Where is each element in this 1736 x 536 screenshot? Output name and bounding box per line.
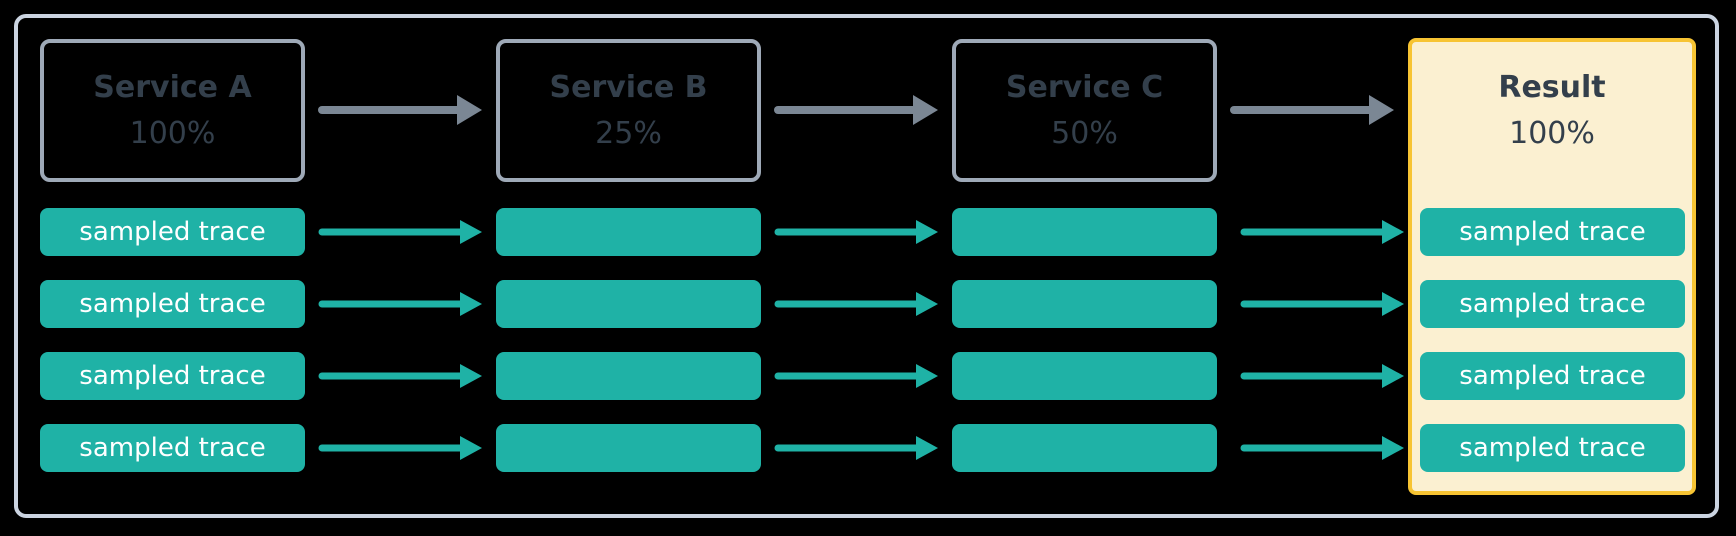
trace-arrow-icon <box>774 364 938 388</box>
trace-bar: sampled trace <box>1420 424 1685 472</box>
service-c-box: Service C 50% <box>952 39 1217 182</box>
trace-bar: sampled trace <box>1420 208 1685 256</box>
trace-bar-label: sampled trace <box>1459 433 1646 463</box>
trace-bar-blank <box>952 352 1217 400</box>
trace-arrow-icon <box>318 220 482 244</box>
trace-arrow-icon <box>774 436 938 460</box>
trace-bar-label: sampled trace <box>79 217 266 247</box>
flow-arrow-icon <box>1230 95 1394 125</box>
trace-bar-blank <box>952 424 1217 472</box>
trace-arrow-icon <box>774 292 938 316</box>
trace-bar-blank <box>496 352 761 400</box>
trace-bar-blank <box>496 208 761 256</box>
trace-bar-label: sampled trace <box>1459 361 1646 391</box>
trace-bar: sampled trace <box>40 424 305 472</box>
result-heading: Result 100% <box>1412 42 1692 156</box>
trace-bar: sampled trace <box>1420 280 1685 328</box>
service-b-sample-rate: 25% <box>595 115 662 151</box>
trace-bar: sampled trace <box>40 208 305 256</box>
trace-arrow-icon <box>1240 220 1404 244</box>
flow-arrow-icon <box>774 95 938 125</box>
trace-bar-label: sampled trace <box>79 433 266 463</box>
service-a-box: Service A 100% <box>40 39 305 182</box>
trace-bar-label: sampled trace <box>79 289 266 319</box>
service-c-title: Service C <box>1005 69 1164 105</box>
trace-arrow-icon <box>318 436 482 460</box>
flow-arrow-icon <box>318 95 482 125</box>
trace-bar: sampled trace <box>40 352 305 400</box>
trace-bar: sampled trace <box>1420 352 1685 400</box>
trace-arrow-icon <box>318 364 482 388</box>
trace-arrow-icon <box>1240 436 1404 460</box>
trace-bar-blank <box>496 280 761 328</box>
trace-bar-blank <box>496 424 761 472</box>
trace-bar-blank <box>952 208 1217 256</box>
trace-bar-label: sampled trace <box>1459 289 1646 319</box>
result-panel: Result 100% <box>1408 38 1696 495</box>
trace-bar-blank <box>952 280 1217 328</box>
diagram-frame <box>14 14 1719 518</box>
service-a-title: Service A <box>93 69 252 105</box>
service-c-sample-rate: 50% <box>1051 115 1118 151</box>
result-sample-rate: 100% <box>1509 116 1595 151</box>
trace-arrow-icon <box>1240 364 1404 388</box>
service-b-title: Service B <box>549 69 708 105</box>
trace-bar: sampled trace <box>40 280 305 328</box>
trace-arrow-icon <box>1240 292 1404 316</box>
service-a-sample-rate: 100% <box>129 115 216 151</box>
trace-arrow-icon <box>774 220 938 244</box>
result-title: Result <box>1498 70 1606 105</box>
trace-bar-label: sampled trace <box>79 361 266 391</box>
trace-arrow-icon <box>318 292 482 316</box>
service-b-box: Service B 25% <box>496 39 761 182</box>
trace-bar-label: sampled trace <box>1459 217 1646 247</box>
